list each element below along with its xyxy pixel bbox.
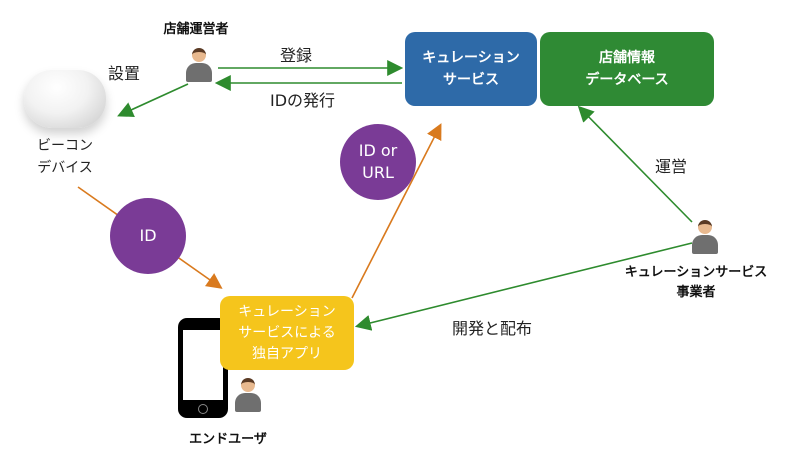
- curation-provider-label: キュレーションサービス 事業者: [624, 265, 768, 300]
- id-or-url-text: ID or URL: [358, 141, 398, 182]
- install-arrow: [117, 83, 189, 117]
- store-database-label: 店舗情報 データベース: [585, 50, 669, 88]
- beacon-device-label: ビーコン デバイス: [37, 138, 93, 176]
- end-user-icon: [235, 378, 261, 412]
- custom-app-label: キュレーション サービスによる 独自アプリ: [238, 303, 336, 362]
- id-or-url-badge: ID or URL: [340, 124, 416, 200]
- install-label: 設置: [108, 64, 141, 83]
- smartphone-icon: [178, 318, 228, 418]
- curation-provider-icon: [692, 220, 718, 254]
- operate-label: 運営: [655, 157, 688, 176]
- store-operator-label: 店舗運営者: [163, 22, 229, 37]
- beacon-device-image: [10, 62, 120, 154]
- id-badge: ID: [110, 198, 186, 274]
- register-label: 登録: [280, 46, 313, 65]
- issue-id-label: IDの発行: [270, 91, 336, 110]
- store-database-box: 店舗情報 データベース: [540, 32, 714, 106]
- curation-service-label: キュレーション サービス: [422, 50, 520, 88]
- custom-app-box: キュレーション サービスによる 独自アプリ: [220, 296, 354, 370]
- store-operator-icon: [186, 48, 212, 82]
- app-to-service-arrow: [351, 123, 442, 299]
- curation-service-box: キュレーション サービス: [405, 32, 537, 106]
- operate-arrow: [577, 105, 693, 223]
- develop-distribute-label: 開発と配布: [452, 319, 533, 338]
- id-text: ID: [139, 226, 157, 245]
- end-user-label: エンドユーザ: [189, 432, 267, 447]
- distribute-arrow: [354, 242, 693, 331]
